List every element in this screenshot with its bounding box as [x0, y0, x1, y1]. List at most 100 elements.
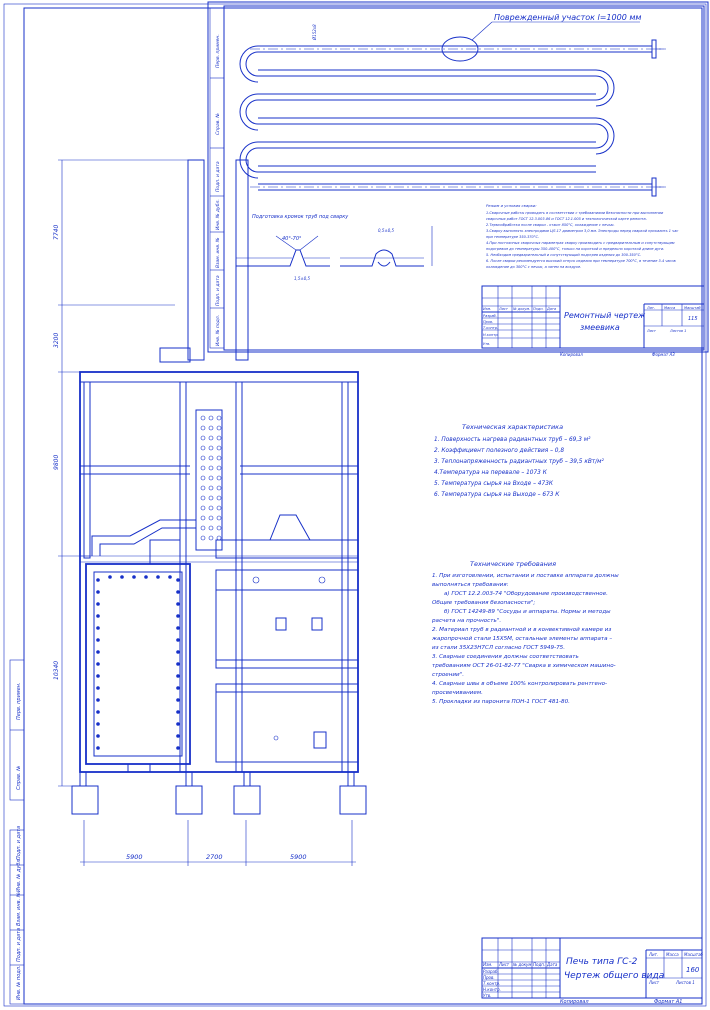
tech-characteristics: Техническая характеристика 1. Поверхност… [434, 423, 605, 498]
req-line-3: а) ГОСТ 12.2.003-74 "Оборудование произв… [444, 591, 608, 597]
inset-title-line1: Ремонтный чертеж [564, 311, 646, 320]
side-label-0: Перв. примен. [16, 682, 22, 720]
req-line-13: 4. Сварные швы в объеме 100% контролиров… [432, 681, 607, 687]
main-tb-r0: Разраб. [483, 969, 499, 974]
main-sheet-no: 160 [686, 966, 700, 974]
main-tb-h1: Лист [498, 962, 510, 967]
main-copied: Копировал [560, 999, 589, 1005]
inset-tb-h0: Изм. [483, 307, 491, 311]
side-label-4: Взам. инв. № [16, 892, 22, 926]
convection-tubes [200, 415, 222, 541]
req-line-7: 2. Материал труб в радиантной и в конвек… [432, 627, 611, 633]
damaged-area-ellipse [441, 36, 479, 62]
main-title-block: Изм. Лист № докум. Подп. Дата Разраб. Пр… [481, 937, 704, 1005]
inset-repair-drawing: Перв. примен. Справ. № Подп. и дата Инв.… [207, 1, 709, 357]
req-line-14: просвечиванием. [432, 690, 483, 696]
inset-note-8: 5. Необходим предварительный и сопутству… [486, 253, 641, 257]
inset-tb-right4: Листов 1 [669, 329, 686, 333]
sheet-outer-frame [3, 3, 707, 1007]
furnace-general-view: 7740 3200 9800 10340 [53, 159, 367, 866]
sheet-inner-frame [23, 7, 703, 1005]
inset-note-7: подогревом до температуры 350-400°С, тол… [486, 247, 664, 251]
inset-tb-r0: Разраб. [483, 314, 497, 318]
inset-note-1: 1.Сварочные работы проводить в соответст… [486, 211, 664, 215]
main-tb-right1: Масса [666, 952, 679, 957]
side-label-2: Подп. и дата [16, 826, 22, 860]
damaged-label: Поврежденный участок l=1000 мм [494, 13, 641, 22]
inset-side-3: Инв. № дубл. [215, 199, 221, 230]
side-label-5: Подп. и дата [16, 928, 22, 962]
tech-item-5: 5. Температура сырья на Входе – 473К [434, 481, 554, 487]
gap-label: 1,5±0,5 [294, 276, 311, 281]
inset-format: Формат А3 [652, 352, 675, 357]
main-format: Формат А1 [654, 999, 682, 1005]
inset-tb-h4: Дата [546, 307, 556, 311]
tech-item-3: 3. Теплонапряженность радиантных труб – … [434, 458, 605, 465]
req-title: Технические требования [470, 560, 556, 568]
inset-side-1: Справ. № [215, 113, 221, 135]
main-tb-h3: Подп. [533, 962, 545, 967]
side-label-6: Инв. № подл. [16, 966, 22, 1001]
inset-title-block: Изм. Лист № докум. Подп. Дата Разраб. Пр… [481, 285, 705, 357]
req-line-1: 1. При изготовлении, испытании и поставк… [432, 573, 619, 579]
main-title-line1: Печь типа ГС-2 [566, 957, 638, 967]
inset-note-4: 3.Сварку выполнять электродами ЦЛ-17 диа… [486, 229, 678, 233]
inset-side-0: Перв. примен. [215, 34, 221, 68]
left-strip: Перв. примен. Справ. № Подп. и дата Инв.… [9, 659, 25, 1005]
main-tb-r2: Т.контр. [483, 981, 500, 986]
inset-side-4: Взам. инв. № [215, 237, 221, 268]
inset-title-line2: змеевика [580, 323, 620, 332]
inset-tb-h2: № докум. [512, 307, 530, 311]
inset-tb-right2: Масштаб [684, 306, 701, 310]
main-tb-r3: Н.контр. [483, 987, 501, 992]
inset-tb-right0: Лит. [646, 306, 655, 310]
inset-tb-h1: Лист [498, 307, 509, 311]
angle-label: 40°-70° [282, 236, 302, 242]
inset-tb-h3: Подп. [533, 307, 544, 311]
inset-side-2: Подп. и дата [215, 161, 221, 192]
main-title-line2: Чертеж общего вида [564, 971, 664, 981]
main-tb-r4: Утв. [483, 993, 491, 998]
inset-note-10: охлаждение до 300°С с печью, а затем на … [486, 265, 581, 269]
main-tb-right4: Листов 1 [675, 980, 695, 985]
dim-2700: 2700 [206, 853, 223, 861]
dim-9800: 9800 [53, 455, 60, 470]
inset-side-6: Инв. № подл. [215, 315, 221, 346]
inset-tb-r3: Н.контр. [483, 333, 499, 337]
inset-copied: Копировал [560, 352, 583, 357]
inset-tb-right3: Лист [646, 329, 657, 333]
inset-dim-top: Ø152x8 [312, 24, 317, 41]
req-line-5: б) ГОСТ 14249-89 "Сосуды и аппараты. Нор… [444, 609, 611, 615]
req-line-15: 5. Прокладки из паронита ПОН-1 ГОСТ 481-… [432, 699, 570, 705]
tech-item-6: 6. Температура сырья на Выходе – 673 К [434, 492, 560, 498]
tech-item-1: 1. Поверхность нагрева радиантных труб –… [434, 436, 591, 443]
dim-7740: 7740 [53, 225, 60, 240]
dim-10340: 10340 [53, 661, 60, 680]
inset-side-5: Подп. и дата [215, 275, 221, 306]
weld-caption: Подготовка кромок труб под сварку [252, 214, 349, 220]
main-tb-right0: Лит. [648, 952, 658, 957]
req-line-6: расчета на прочность". [431, 618, 501, 624]
main-tb-h2: № докум. [512, 962, 533, 967]
req-line-2: выполняться требования: [432, 582, 509, 588]
inset-note-2: сварочных работ ГОСТ 12.3.003-86 и ГОСТ … [486, 217, 647, 221]
tech-item-2: 2. Коэффициент полезного действия – 0,8 [434, 448, 564, 454]
inset-note-6: 4.При постоянных сварочных параметрах св… [486, 241, 675, 245]
inset-tb-r1: Пров. [483, 320, 493, 324]
inset-note-5: при температуре 350-370°С. [486, 235, 539, 239]
tech-title: Техническая характеристика [462, 423, 563, 431]
dim-3200: 3200 [53, 333, 60, 348]
req-line-8: жаропрочной стали 15Х5М, остальные элеме… [431, 636, 612, 642]
inset-notes: Режим и условия сварки: 1.Сварочные рабо… [486, 203, 678, 269]
req-line-12: строении". [432, 672, 464, 678]
inset-tb-right1: Масса [664, 306, 675, 310]
coil-serpentine [239, 39, 666, 197]
side-label-1: Справ. № [16, 766, 22, 790]
main-tb-r1: Пров. [483, 975, 495, 980]
dim-small: 0,5±0,5 [378, 228, 395, 233]
radiant-tubes [96, 575, 180, 750]
req-line-11: требованиям ОСТ 26-01-82-77 "Сварка в хи… [432, 663, 616, 669]
inset-tb-r4: Утв. [483, 342, 490, 346]
weld-detail: Подготовка кромок труб под сварку 40°-70… [236, 214, 433, 281]
